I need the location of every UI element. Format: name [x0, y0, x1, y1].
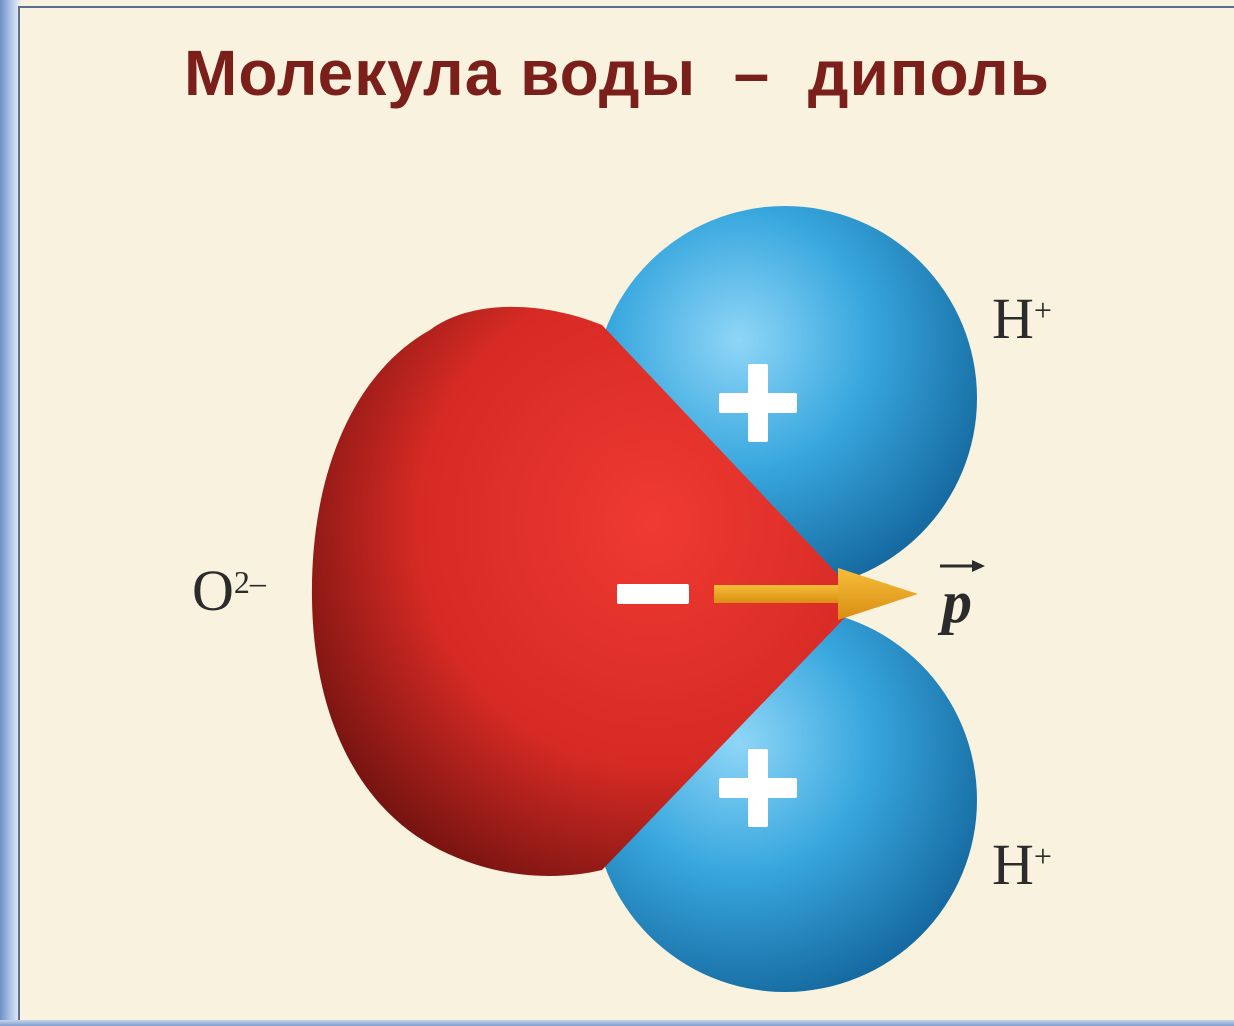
vector-arrow-icon: [940, 560, 985, 572]
slide-title: Молекула воды – диполь: [184, 37, 1050, 109]
minus-sign: [617, 584, 689, 604]
plus-sign-top: [719, 364, 797, 442]
dipole-arrow: [714, 568, 918, 620]
oxygen-atom: [311, 306, 862, 876]
oxygen-label: O2–: [192, 558, 266, 623]
bottom-strip: [0, 1020, 1234, 1026]
plus-sign-bottom: [719, 749, 797, 827]
hydrogen-label-top: H+: [992, 286, 1052, 351]
hydrogen-label-bottom: H+: [992, 832, 1052, 897]
dipole-vector-label: p: [942, 569, 972, 635]
